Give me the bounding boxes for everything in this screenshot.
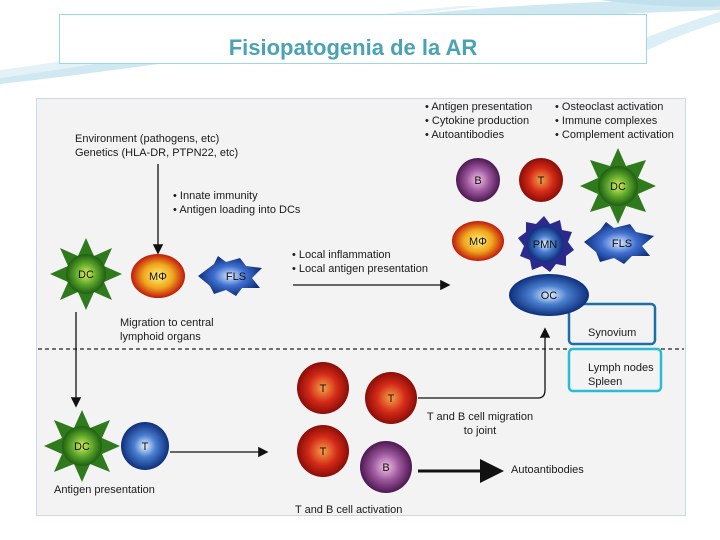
fls-label: FLS [226,271,246,283]
macrophage-label: MΦ [149,271,167,283]
t-cell-cluster-2: T [365,372,417,424]
t-cell-cluster-3: T [297,425,349,477]
bullet-item: • Local inflammation [292,249,391,261]
innate-bullets: • Innate immunity • Antigen loading into… [173,189,300,217]
lymph-label: Lymph nodes Spleen [588,362,654,388]
autoantibodies-label: Autoantibodies [511,464,584,476]
pmn-label: PMN [533,239,558,251]
bullet-item: • Antigen presentation [425,101,533,113]
dc-cell-left: DC [50,238,122,310]
bullet-item: • Immune complexes [555,115,658,127]
dc-cell-top-right: DC [580,148,656,224]
dc-cell-bottom: DC [44,410,120,482]
b-label: B [382,462,389,474]
t-label: T [142,441,149,453]
bullet-item: • Complement activation [555,129,674,141]
fls-label: FLS [612,238,632,250]
antigen-presentation-label: Antigen presentation [54,484,155,496]
migration-text: Migration to central lymphoid organs [120,317,214,343]
b-cell-top: B [456,158,500,202]
top-bullets-left: • Antigen presentation • Cytokine produc… [425,100,532,142]
pmn-cell: PMN [518,216,574,272]
lymph-box [567,347,663,393]
bullet-item: • Cytokine production [425,115,530,127]
t-cell-cluster-1: T [297,362,349,414]
synovium-label: Synovium [588,327,637,339]
macrophage-cell-right: MΦ [452,221,504,261]
t-label: T [320,446,327,458]
arrow-tb-to-joint [418,327,551,399]
t-cell-top-red: T [519,158,563,202]
oc-label: OC [541,290,558,302]
macrophage-cell-left: MΦ [131,254,185,298]
dc-label: DC [74,441,90,453]
b-label: B [474,175,481,187]
macrophage-label: MΦ [469,236,487,248]
fls-cell-right: FLS [584,222,654,264]
bullet-item: • Innate immunity [173,190,258,202]
t-cell-blue: T [121,422,169,470]
oc-cell: OC [509,274,589,316]
dc-label: DC [610,181,626,193]
environment-text: Environment (pathogens, etc) Genetics (H… [75,133,239,159]
fls-cell-left: FLS [198,256,262,296]
bullet-item: • Osteoclast activation [555,101,664,113]
t-label: T [388,393,395,405]
slide-title: Fisiopatogenia de la AR [228,35,478,60]
b-cell-cluster: B [360,441,412,493]
top-bullets-right: • Osteoclast activation • Immune complex… [555,100,674,142]
bullet-item: • Autoantibodies [425,129,505,141]
title-box: Fisiopatogenia de la AR [59,14,647,64]
dc-label: DC [78,269,94,281]
t-label: T [538,175,545,187]
synovium-box [567,302,657,346]
bullet-item: • Local antigen presentation [292,263,428,275]
bullet-item: • Antigen loading into DCs [173,204,301,216]
t-label: T [320,383,327,395]
tb-migration-text: T and B cell migration to joint [426,411,534,437]
tb-activation-label: T and B cell activation [295,504,403,516]
local-bullets: • Local inflammation • Local antigen pre… [292,248,428,276]
